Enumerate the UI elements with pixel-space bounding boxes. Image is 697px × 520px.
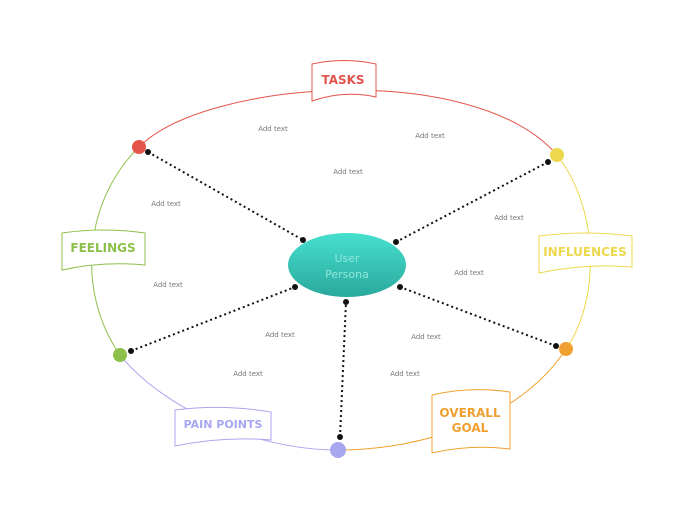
add-text-placeholder[interactable]: Add text — [151, 200, 181, 208]
ring-arc-tasks — [138, 89, 558, 156]
topic-label-tasks: TASKS — [321, 73, 364, 87]
add-text-placeholder[interactable]: Add text — [494, 214, 524, 222]
center-node[interactable]: User Persona — [288, 233, 406, 297]
connector-feelings — [130, 286, 296, 352]
topic-label-pain-points: PAIN POINTS — [184, 418, 263, 431]
topic-tasks[interactable]: TASKS — [311, 60, 377, 102]
connector-end-dot — [393, 239, 399, 245]
connector-end-dot — [397, 284, 403, 290]
connector-end-dot — [337, 434, 343, 440]
topic-pain-points[interactable]: PAIN POINTS — [174, 406, 272, 447]
flag-shape — [61, 229, 146, 271]
flag-shape — [538, 232, 633, 274]
topic-feelings[interactable]: FEELINGS — [61, 229, 146, 271]
add-text-placeholder[interactable]: Add text — [233, 370, 263, 378]
add-text-placeholder[interactable]: Add text — [411, 333, 441, 341]
connector-end-dot — [343, 299, 349, 305]
center-label-line1: User — [334, 252, 360, 265]
connector-end-dot — [553, 343, 559, 349]
flag-shape — [311, 60, 377, 102]
node-tasks[interactable] — [132, 140, 146, 154]
node-feelings[interactable] — [113, 348, 127, 362]
flag-shape — [174, 406, 272, 447]
connector-pain-points — [339, 301, 347, 438]
connector-tasks — [147, 151, 304, 241]
add-text-placeholder[interactable]: Add text — [415, 132, 445, 140]
topic-influences[interactable]: INFLUENCES — [538, 232, 633, 274]
topic-overall-goal[interactable]: OVERALL GOAL — [431, 389, 511, 454]
connector-influences — [395, 161, 549, 243]
add-text-placeholder[interactable]: Add text — [258, 125, 288, 133]
topic-label-feelings: FEELINGS — [70, 241, 135, 255]
node-overall-goal[interactable] — [559, 342, 573, 356]
add-text-placeholder[interactable]: Add text — [390, 370, 420, 378]
node-influences[interactable] — [550, 148, 564, 162]
connector-end-dot — [292, 284, 298, 290]
topic-label-influences: INFLUENCES — [543, 245, 627, 259]
add-text-placeholder[interactable]: Add text — [454, 269, 484, 277]
connector-end-dot — [128, 348, 134, 354]
add-text-placeholder[interactable]: Add text — [265, 331, 295, 339]
topic-label-overall-goal-line1: OVERALL — [439, 406, 501, 420]
connector-end-dot — [545, 159, 551, 165]
connector-end-dot — [145, 149, 151, 155]
add-text-placeholder[interactable]: Add text — [153, 281, 183, 289]
node-pain-points[interactable] — [330, 442, 346, 458]
flag-shape — [431, 389, 511, 454]
center-label-line2: Persona — [325, 268, 369, 281]
topic-label-overall-goal-line2: GOAL — [452, 421, 489, 435]
connector-end-dot — [300, 237, 306, 243]
add-text-placeholder[interactable]: Add text — [333, 168, 363, 176]
